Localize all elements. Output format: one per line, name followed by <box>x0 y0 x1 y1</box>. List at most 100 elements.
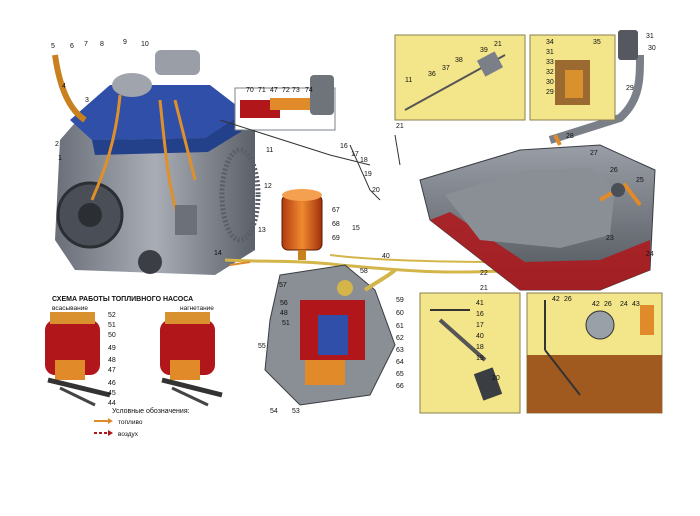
callout: 73 <box>292 87 300 94</box>
callout: 47 <box>270 87 278 94</box>
pump-cutaway <box>264 264 397 406</box>
callout: 11 <box>266 147 273 154</box>
fuel-arrowhead-icon <box>108 418 113 424</box>
callout: 40 <box>476 333 484 340</box>
callout: 37 <box>442 65 450 72</box>
callout: 53 <box>292 408 300 415</box>
callout: 19 <box>364 171 372 178</box>
callout: 71 <box>258 87 266 94</box>
callout: 40 <box>382 253 390 260</box>
callout: 61 <box>396 323 404 330</box>
callout: 33 <box>546 59 554 66</box>
callout: 26 <box>604 301 612 308</box>
callout: 34 <box>546 39 554 46</box>
callout: 26 <box>564 296 572 303</box>
callout: 24 <box>646 251 654 258</box>
callout: 70 <box>246 87 254 94</box>
callout: 29 <box>626 85 634 92</box>
callout: 55 <box>258 343 266 350</box>
callout: 32 <box>546 69 554 76</box>
callout: 41 <box>476 300 484 307</box>
callout: 45 <box>108 390 116 397</box>
callout: 47 <box>108 367 116 374</box>
pump-scheme <box>45 312 223 407</box>
callout: 59 <box>396 297 404 304</box>
callout: 19 <box>476 355 484 362</box>
callout: 6 <box>70 43 74 50</box>
callout-labels: 5 6 7 8 9 10 4 3 2 1 70 71 47 72 73 74 1… <box>51 33 656 415</box>
callout: 26 <box>610 167 618 174</box>
callout: 21 <box>494 41 502 48</box>
inset-accelerator-cable <box>394 34 526 121</box>
callout: 22 <box>480 270 488 277</box>
scheme-title: СХЕМА РАБОТЫ ТОПЛИВНОГО НАСОСА <box>52 296 193 303</box>
throttle-linkage <box>219 119 401 201</box>
pump-suction-illustration <box>45 312 111 407</box>
callout: 5 <box>51 43 55 50</box>
callout: 14 <box>214 250 222 257</box>
callout: 64 <box>396 359 404 366</box>
callout: 67 <box>332 207 340 214</box>
callout: 20 <box>372 187 380 194</box>
callout: 38 <box>455 57 463 64</box>
callout: 66 <box>396 383 404 390</box>
callout: 1 <box>58 155 62 162</box>
callout: 36 <box>428 71 436 78</box>
callout: 74 <box>305 87 313 94</box>
callout: 16 <box>340 143 348 150</box>
callout: 48 <box>280 310 288 317</box>
inset-gauge-sender <box>526 292 663 414</box>
scheme-discharge-label: нагнетание <box>180 305 214 312</box>
callout: 49 <box>108 345 116 352</box>
callout: 20 <box>492 375 500 382</box>
callout: 3 <box>85 97 89 104</box>
callout: 8 <box>100 41 104 48</box>
callout: 30 <box>648 45 656 52</box>
legend-fuel: топливо <box>118 419 143 426</box>
fuel-lines <box>224 254 521 274</box>
filler-neck <box>548 30 644 146</box>
callout: 51 <box>108 322 116 329</box>
callout: 2 <box>55 141 59 148</box>
callout: 52 <box>108 312 116 319</box>
callout: 13 <box>258 227 266 234</box>
callout: 27 <box>590 150 598 157</box>
callout: 60 <box>396 310 404 317</box>
scheme-suction-label: всасывание <box>52 305 88 312</box>
callout: 31 <box>646 33 654 40</box>
callout: 7 <box>84 41 88 48</box>
callout: 21 <box>396 123 404 130</box>
engine-illustration <box>52 50 261 275</box>
fuel-filter <box>281 189 323 260</box>
callout: 56 <box>280 300 288 307</box>
callout: 48 <box>108 357 116 364</box>
callout: 50 <box>108 332 116 339</box>
callout: 31 <box>546 49 554 56</box>
callout: 29 <box>546 89 554 96</box>
callout: 35 <box>593 39 601 46</box>
callout: 18 <box>476 344 484 351</box>
legend: Условные обозначения: топливо воздух <box>94 407 190 438</box>
callout: 9 <box>123 39 127 46</box>
pump-discharge-illustration <box>160 312 223 407</box>
fuel-tank <box>419 144 656 291</box>
callout: 25 <box>636 177 644 184</box>
callout: 62 <box>396 335 404 342</box>
callout: 43 <box>632 301 640 308</box>
callout: 51 <box>282 320 290 327</box>
inset-filler-cap <box>529 34 616 121</box>
callout: 68 <box>332 221 340 228</box>
callout: 72 <box>282 87 290 94</box>
callout: 17 <box>351 151 359 158</box>
callout: 24 <box>620 301 628 308</box>
callout: 57 <box>279 282 287 289</box>
callout: 39 <box>480 47 488 54</box>
callout: 63 <box>396 347 404 354</box>
inset-pedal <box>419 292 521 414</box>
callout: 23 <box>606 235 614 242</box>
callout: 12 <box>264 183 272 190</box>
callout: 69 <box>332 235 340 242</box>
callout: 18 <box>360 157 368 164</box>
callout: 44 <box>108 400 116 407</box>
